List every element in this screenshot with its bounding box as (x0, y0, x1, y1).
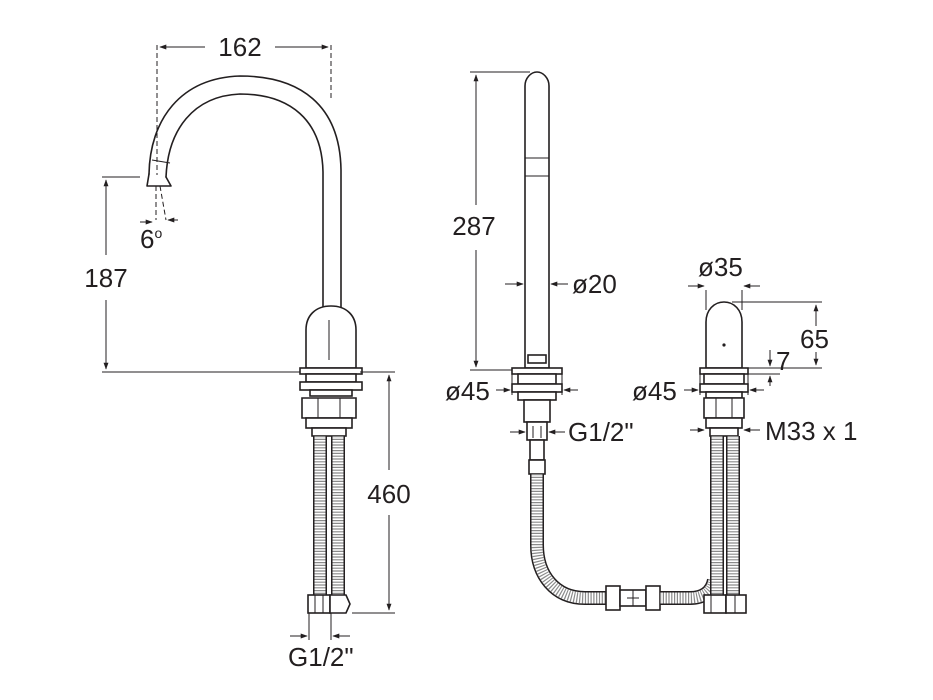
dim-left-thread-g: G (288, 642, 308, 672)
dim-spout-height: 187 (84, 263, 127, 293)
dim-left-thread: G1/2" (288, 642, 354, 672)
dim-center-thread: G1/2" (568, 417, 634, 447)
dim-spout-body-height: 287 (452, 211, 495, 241)
dim-handle-gap: 7 (776, 346, 790, 376)
dim-spout-reach: 162 (218, 32, 261, 62)
handle-valve (699, 301, 749, 614)
dim-center-thread-g: G (568, 417, 588, 447)
dim-handle-height: 65 (800, 324, 829, 354)
dim-handle-base-diameter: ø45 (632, 376, 677, 406)
dim-spout-angle-unit: o (154, 225, 162, 241)
swan-neck-spout (146, 75, 363, 614)
dim-spout-diameter: ø20 (572, 269, 617, 299)
dim-spout-angle: 6o (140, 224, 162, 254)
dim-center-thread-frac: 1/2" (588, 417, 633, 447)
dim-spout-angle-value: 6 (140, 224, 154, 254)
dim-spout-base-diameter: ø45 (445, 376, 490, 406)
center-dimensions (470, 71, 578, 435)
right-dimensions (684, 283, 822, 433)
dim-left-thread-frac: 1/2" (308, 642, 353, 672)
left-dimensions (102, 44, 395, 640)
dim-tap-height: 460 (367, 479, 410, 509)
dim-handle-diameter: ø35 (698, 252, 743, 282)
straight-spout-body (511, 71, 721, 611)
dim-handle-thread: M33 x 1 (765, 416, 858, 446)
